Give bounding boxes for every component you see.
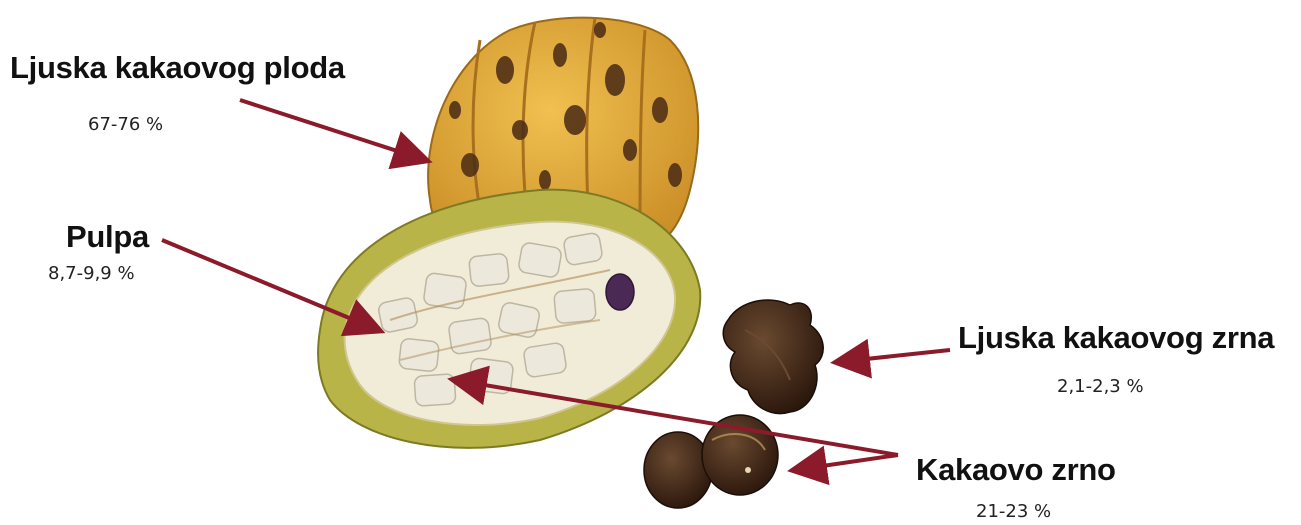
- cocoa-bean-pieces: [644, 415, 778, 508]
- pulp-title: Pulpa: [66, 219, 149, 255]
- arrow-cocoa-bean-lower: [795, 455, 898, 470]
- arrow-bean-shell: [838, 350, 950, 362]
- bean-shell-pieces: [723, 300, 823, 413]
- pod-husk-title: Ljuska kakaovog ploda: [10, 50, 345, 86]
- cocoa-bean-percent: 21-23 %: [976, 501, 1051, 522]
- pulp-percent: 8,7-9,9 %: [48, 263, 135, 284]
- arrow-pod-husk: [240, 100, 425, 160]
- bean-shell-title: Ljuska kakaovog zrna: [958, 320, 1274, 356]
- cocoa-pod-cut-half: [318, 190, 700, 448]
- cocoa-bean-title: Kakaovo zrno: [916, 452, 1116, 488]
- pod-husk-percent: 67-76 %: [88, 114, 163, 135]
- bean-shell-percent: 2,1-2,3 %: [1057, 376, 1144, 397]
- purple-bean: [606, 274, 634, 310]
